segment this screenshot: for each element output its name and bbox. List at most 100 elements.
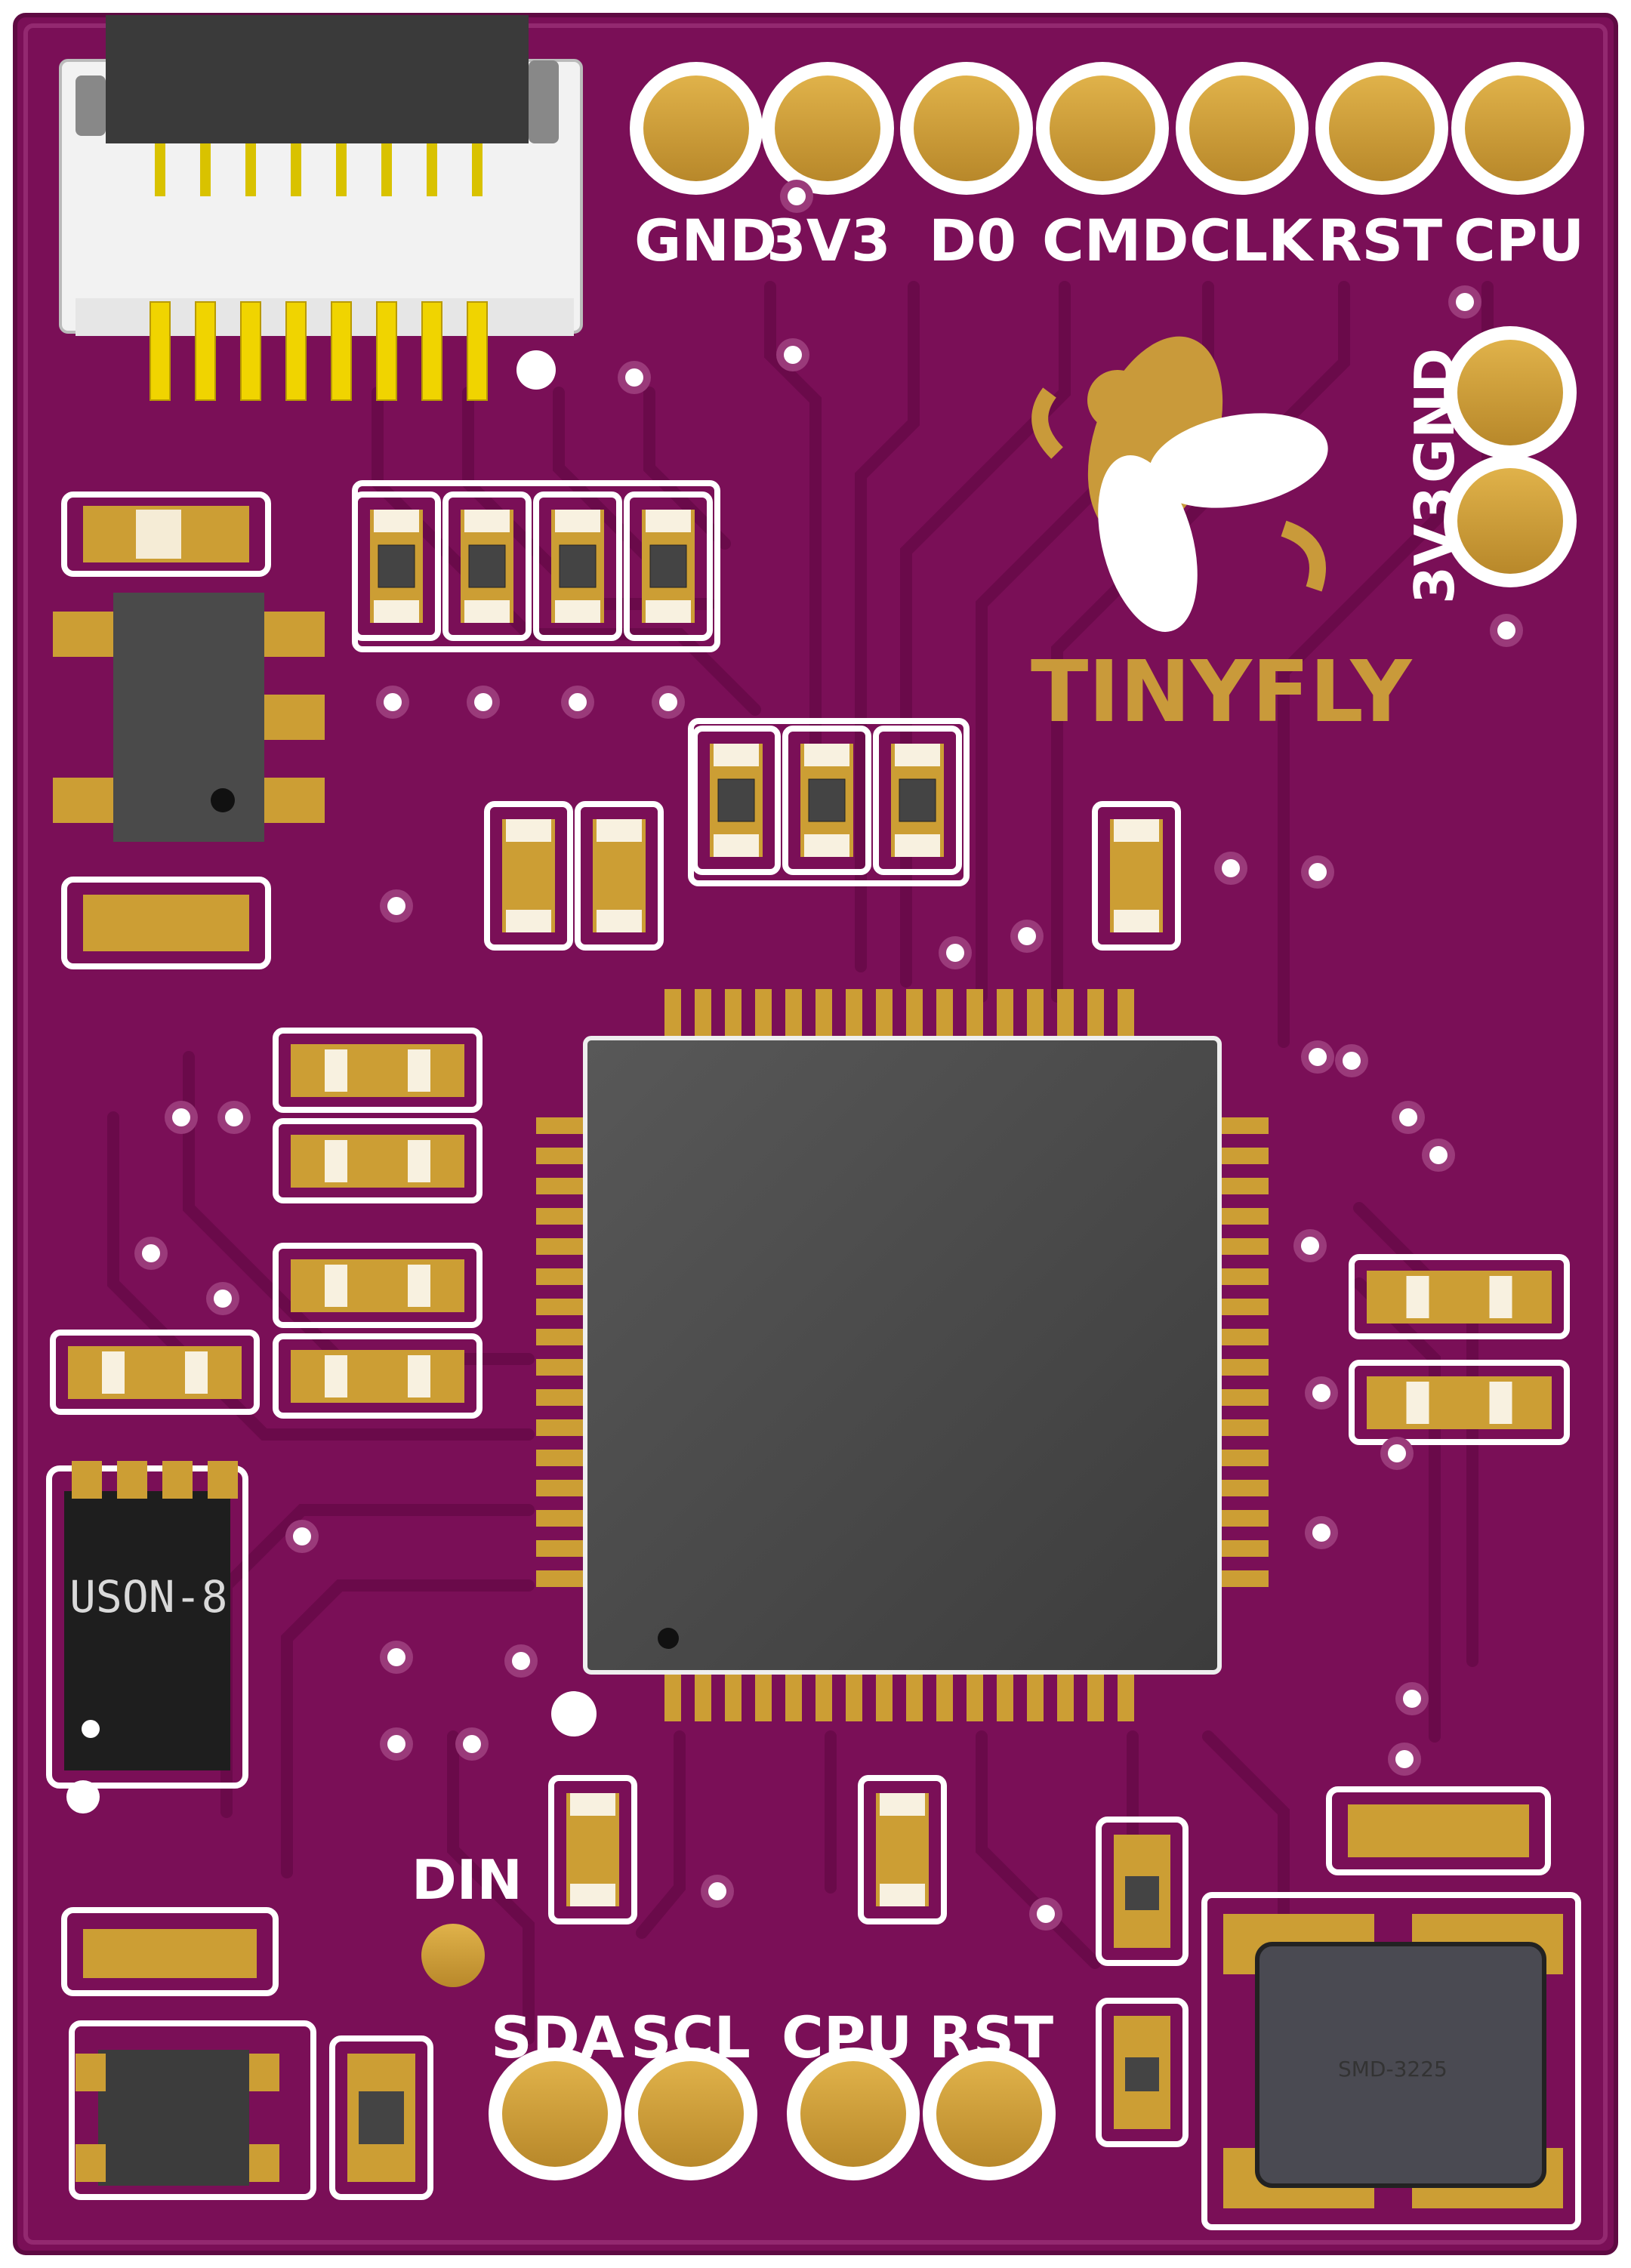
- top-header-label: RST: [1318, 207, 1442, 274]
- capacitor: [273, 1118, 483, 1203]
- fpc-pin-bottom: [240, 301, 261, 401]
- bottom-header-label: RST: [929, 2004, 1053, 2071]
- via-hole: [708, 1882, 726, 1900]
- fpc-pin-bottom: [331, 301, 352, 401]
- via-hole: [1018, 927, 1036, 945]
- capacitor: [273, 1333, 483, 1419]
- mount-hole: [551, 1691, 597, 1736]
- via-hole: [387, 1648, 405, 1666]
- right-lower-caps: [1096, 1786, 1551, 2147]
- top-header-label: CPU: [1454, 207, 1584, 274]
- smd-component: [548, 1775, 637, 1924]
- left-capacitors: [50, 1028, 483, 1419]
- regulator-area: [53, 492, 325, 969]
- logo-text: TINYFLY: [1031, 643, 1413, 741]
- side-header-pad: [1457, 340, 1563, 445]
- resistor-array-1: [352, 480, 720, 652]
- via-hole: [1037, 1905, 1055, 1923]
- fpc-pin-top: [427, 143, 437, 196]
- via-hole: [569, 693, 587, 711]
- side-header-label-gnd: GND: [1403, 348, 1466, 483]
- top-header-label: CMD: [1042, 207, 1189, 274]
- top-header-pad: [914, 75, 1019, 181]
- via-hole: [1395, 1750, 1414, 1768]
- top-header-label: 3V3: [766, 207, 891, 274]
- via-hole: [1312, 1524, 1330, 1542]
- smd-component: [873, 726, 962, 875]
- top-header-label: CLK: [1189, 207, 1315, 274]
- bottom-left-parts: [61, 1907, 433, 2200]
- via-hole: [1403, 1690, 1421, 1708]
- fpc-pin-bottom: [376, 301, 397, 401]
- via-hole: [788, 187, 806, 205]
- via-hole: [387, 897, 405, 915]
- via-hole: [1388, 1444, 1406, 1462]
- uson8-label: USON-8: [69, 1571, 228, 1622]
- side-header-label-3v3: 3V3: [1403, 486, 1466, 604]
- copper-traces: [107, 281, 1494, 2045]
- via-hole: [784, 346, 802, 364]
- via-hole: [214, 1290, 232, 1308]
- din-pad: [421, 1924, 485, 1987]
- din-label: DIN: [412, 1848, 523, 1912]
- bottom-header-label: SCL: [631, 2004, 751, 2071]
- via-hole: [1309, 1048, 1327, 1066]
- via-hole: [1429, 1146, 1448, 1164]
- bottom-header-pad: [800, 2061, 906, 2167]
- fpc-pin-top: [336, 143, 347, 196]
- via-hole: [172, 1108, 190, 1126]
- smd-component: [352, 492, 441, 641]
- via-hole: [1309, 863, 1327, 881]
- fpc-pin-bottom: [421, 301, 442, 401]
- via-hole: [512, 1652, 530, 1670]
- via-hole: [1497, 621, 1515, 639]
- top-header-pad: [1465, 75, 1571, 181]
- capacitor: [1349, 1360, 1570, 1445]
- top-header-pad: [1329, 75, 1435, 181]
- bottom-vertical-caps: [548, 1775, 947, 1924]
- top-header-label: D0: [929, 207, 1016, 274]
- fpc-pin-top: [245, 143, 256, 196]
- via-hole: [463, 1735, 481, 1753]
- fpc-pin-bottom: [195, 301, 216, 401]
- via-hole: [387, 1735, 405, 1753]
- main-mcu: [536, 989, 1269, 1721]
- via-hole: [1399, 1108, 1417, 1126]
- smd-component: [484, 801, 573, 951]
- smd-component: [533, 492, 622, 641]
- fpc-pin-top: [472, 143, 483, 196]
- via-hole: [474, 693, 492, 711]
- fpc-mount-hole: [516, 350, 556, 390]
- top-header-pad: [643, 75, 749, 181]
- fpc-pin-top: [200, 143, 211, 196]
- crystal-label: SMD-3225: [1338, 2057, 1448, 2082]
- smd-component: [782, 726, 871, 875]
- smd-component: [575, 801, 664, 951]
- via-hole: [225, 1108, 243, 1126]
- top-header-pad: [775, 75, 880, 181]
- capacitor: [273, 1243, 483, 1328]
- side-header-pad: [1457, 468, 1563, 574]
- capacitor: [50, 1330, 260, 1415]
- bottom-header-label: SDA: [491, 2004, 624, 2071]
- bottom-header-pad: [936, 2061, 1042, 2167]
- via-hole: [1301, 1237, 1319, 1255]
- via-hole: [1222, 859, 1240, 877]
- via-hole: [1312, 1384, 1330, 1402]
- smd-component: [442, 492, 532, 641]
- via-hole: [946, 944, 964, 962]
- smd-component: [692, 726, 781, 875]
- capacitor: [1349, 1254, 1570, 1339]
- crystal-smd3225: SMD-3225: [1201, 1892, 1581, 2230]
- fpc-pin-top: [291, 143, 301, 196]
- fpc-pin-top: [381, 143, 392, 196]
- bottom-header-label: CPU: [782, 2004, 912, 2071]
- fpc-pins: [150, 143, 488, 401]
- via-hole: [659, 693, 677, 711]
- tinyfly-logo: TINYFLY: [1031, 336, 1413, 741]
- right-capacitors: [1349, 1254, 1570, 1445]
- fpc-pin-top: [155, 143, 165, 196]
- top-header-pad: [1050, 75, 1155, 181]
- bottom-header-pad: [502, 2061, 608, 2167]
